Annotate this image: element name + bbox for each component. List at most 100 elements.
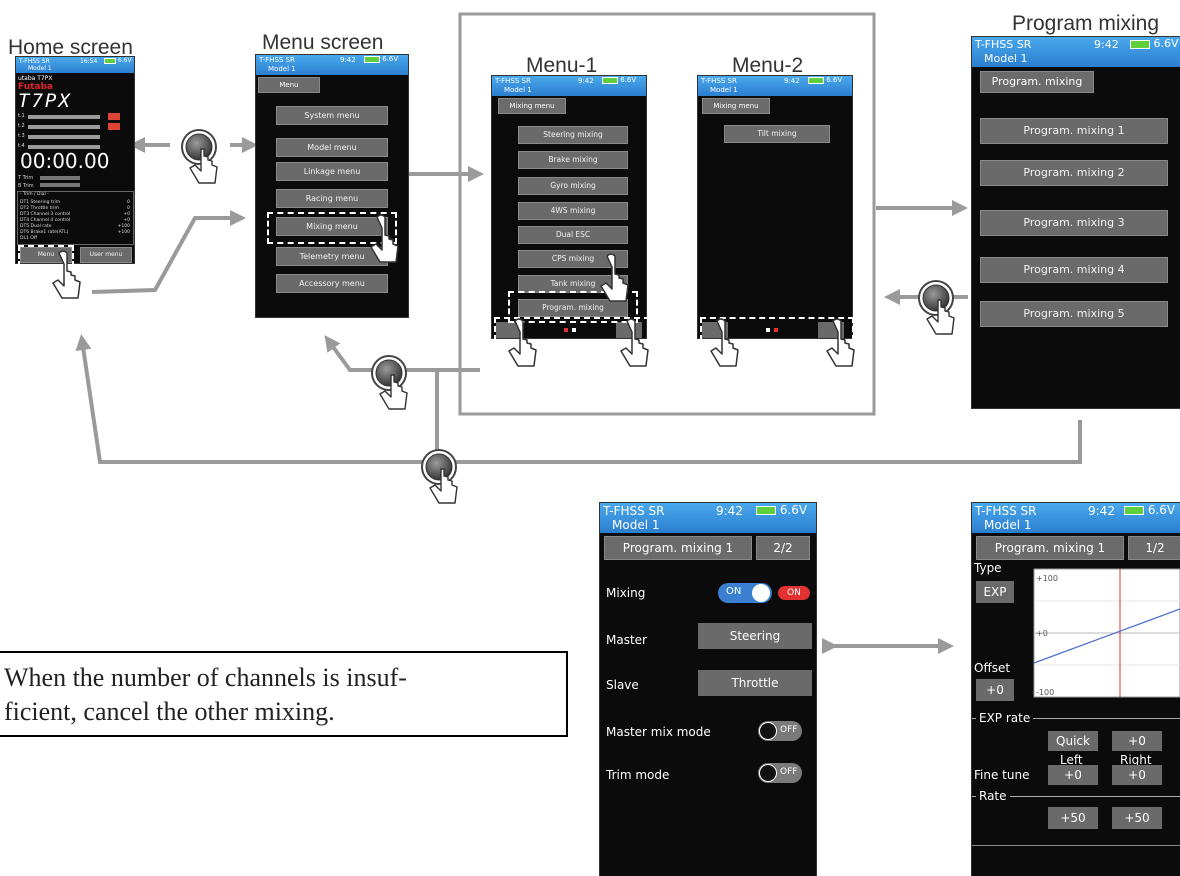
trim-mode-toggle[interactable]: OFF xyxy=(758,763,802,783)
type-button[interactable]: EXP xyxy=(976,581,1014,603)
menu1-item-dual-esc[interactable]: Dual ESC xyxy=(518,226,628,244)
program-mixing-1-page2: T-FHSS SR Model 1 9:42 6.6V Program. mix… xyxy=(600,503,816,876)
battery-icon: 6.6V xyxy=(808,76,842,84)
arrow-home-menu-to-menu xyxy=(91,210,246,294)
arrow-back-to-home xyxy=(75,334,1082,464)
menu1-item-4ws-mixing[interactable]: 4WS mixing xyxy=(518,202,628,220)
mixing-state-badge: ON xyxy=(778,586,810,600)
home-menu-button[interactable]: Menu xyxy=(20,247,72,263)
rate-left[interactable]: +50 xyxy=(1048,807,1098,829)
page1-header: Program. mixing 1 xyxy=(976,536,1124,560)
mixing-label: Mixing xyxy=(606,586,646,600)
left-label: Left xyxy=(1060,753,1083,767)
program-mixing-3[interactable]: Program. mixing 3 xyxy=(980,210,1168,236)
master-mix-mode-toggle[interactable]: OFF xyxy=(758,721,802,741)
menu1-prev-button[interactable] xyxy=(496,322,522,338)
menu1-title: Menu-1 xyxy=(526,54,598,77)
status-bar: T-FHSS SR Model 1 16:54 6.6V xyxy=(16,57,134,73)
program-mixing-highlight xyxy=(508,291,638,323)
menu1-item-gyro-mixing[interactable]: Gyro mixing xyxy=(518,177,628,195)
menu-screen: T-FHSS SR Model 1 9:42 6.6V Menu System … xyxy=(256,55,408,317)
status-bar: T-FHSS SR Model 1 9:42 6.6V xyxy=(600,503,816,533)
master-label: Master xyxy=(606,633,647,647)
menu-header: Menu xyxy=(258,77,320,93)
menu2-item-tilt-mixing[interactable]: Tilt mixing xyxy=(724,125,830,143)
menu-item-racing[interactable]: Racing menu xyxy=(276,189,388,208)
battery-icon: 6.6V xyxy=(756,503,807,517)
note-line-2: ficient, cancel the other mixing. xyxy=(4,697,335,726)
note-box: When the number of channels is insuf- fi… xyxy=(0,651,568,737)
rate-right[interactable]: +50 xyxy=(1112,807,1162,829)
page-indicator-active xyxy=(774,328,778,332)
rtn-button-icon xyxy=(918,280,955,335)
hand-pointer-icon xyxy=(620,318,649,367)
program-mixing-4[interactable]: Program. mixing 4 xyxy=(980,257,1168,283)
battery-icon: 6.6V xyxy=(104,57,132,64)
timer-display: 00:00.00 xyxy=(20,149,110,173)
menu-item-system[interactable]: System menu xyxy=(276,106,388,125)
brand-logo: Futaba xyxy=(18,82,53,92)
status-bar: T-FHSS SR Model 1 9:42 6.6V xyxy=(256,55,408,75)
product-logo: T7PX xyxy=(18,90,72,112)
hand-pointer-icon xyxy=(600,253,629,302)
mixing-toggle[interactable]: ON xyxy=(718,583,772,603)
trim-rows: T Trim B Trim xyxy=(18,175,34,189)
page2-header: Program. mixing 1 xyxy=(604,536,752,560)
page-indicator xyxy=(766,328,770,332)
right-label: Right xyxy=(1120,753,1152,767)
hand-pointer-icon xyxy=(508,318,537,367)
page-indicator xyxy=(572,328,576,332)
status-bar: T-FHSS SR Model 1 9:42 6.6V xyxy=(492,76,646,96)
quick-value[interactable]: +0 xyxy=(1112,731,1162,751)
hand-pointer-icon xyxy=(52,250,81,299)
home-user-menu-button[interactable]: User menu xyxy=(80,247,132,263)
menu1-item-cps-mixing[interactable]: CPS mixing xyxy=(518,250,628,268)
program-mixing-5[interactable]: Program. mixing 5 xyxy=(980,301,1168,327)
menu-item-mixing[interactable]: Mixing menu xyxy=(276,217,388,236)
home-bars: t.1 t.2 t.3 t.4 xyxy=(18,113,132,153)
slave-select[interactable]: Throttle xyxy=(698,670,812,696)
battery-icon: 6.6V xyxy=(1130,37,1179,50)
rtn-button-icon xyxy=(181,129,218,184)
trim-mode-label: Trim mode xyxy=(606,768,670,782)
program-mixing-2[interactable]: Program. mixing 2 xyxy=(980,160,1168,186)
rtn-button-icon xyxy=(371,355,408,410)
quick-button[interactable]: Quick xyxy=(1048,731,1098,751)
rate-divider xyxy=(972,796,1180,797)
page2-page-indicator[interactable]: 2/2 xyxy=(756,536,810,560)
home-button-icon xyxy=(421,449,458,504)
program-mixing-screen: T-FHSS SR Model 1 9:42 6.6V Program. mix… xyxy=(972,37,1180,408)
graph-mid-label: +0 xyxy=(1036,629,1048,638)
menu1-item-steering-mixing[interactable]: Steering mixing xyxy=(518,126,628,144)
menu1-item-program-mixing[interactable]: Program. mixing xyxy=(518,299,628,317)
mixing-menu-highlight xyxy=(267,212,397,244)
mixing-menu-header: Mixing menu xyxy=(702,98,770,114)
program-mixing-1-page1: T-FHSS SR Model 1 9:42 6.6V Program. mix… xyxy=(972,503,1180,876)
fine-tune-label: Fine tune xyxy=(974,768,1030,782)
menu2-title: Menu-2 xyxy=(732,54,804,77)
fine-tune-right[interactable]: +0 xyxy=(1112,765,1162,785)
menu1-item-brake-mixing[interactable]: Brake mixing xyxy=(518,151,628,169)
offset-button[interactable]: +0 xyxy=(976,679,1014,701)
offset-label: Offset xyxy=(974,661,1011,675)
program-mixing-1[interactable]: Program. mixing 1 xyxy=(980,118,1168,144)
status-bar: T-FHSS SR Model 1 9:42 6.6V xyxy=(972,503,1180,533)
graph-top-label: +100 xyxy=(1036,574,1058,583)
program-mixing-title: Program mixing xyxy=(1012,12,1160,35)
menu-item-linkage[interactable]: Linkage menu xyxy=(276,162,388,181)
graph-bottom-label: -100 xyxy=(1036,688,1054,697)
note-line-1: When the number of channels is insuf- xyxy=(4,663,407,692)
menu-screen-title: Menu screen xyxy=(262,31,384,54)
page1-page-indicator[interactable]: 1/2 xyxy=(1128,536,1180,560)
menu-item-accessory[interactable]: Accessory menu xyxy=(276,274,388,293)
hand-pointer-icon xyxy=(370,214,399,263)
master-select[interactable]: Steering xyxy=(698,623,812,649)
fine-tune-left[interactable]: +0 xyxy=(1048,765,1098,785)
menu-item-model[interactable]: Model menu xyxy=(276,138,388,157)
mixing-menu-group-frame xyxy=(458,12,876,416)
mixing-curve-graph: +100 +0 -100 xyxy=(1033,568,1180,698)
menu2-nav-highlight xyxy=(700,317,854,341)
slave-label: Slave xyxy=(606,678,639,692)
exp-rate-divider xyxy=(972,718,1180,719)
